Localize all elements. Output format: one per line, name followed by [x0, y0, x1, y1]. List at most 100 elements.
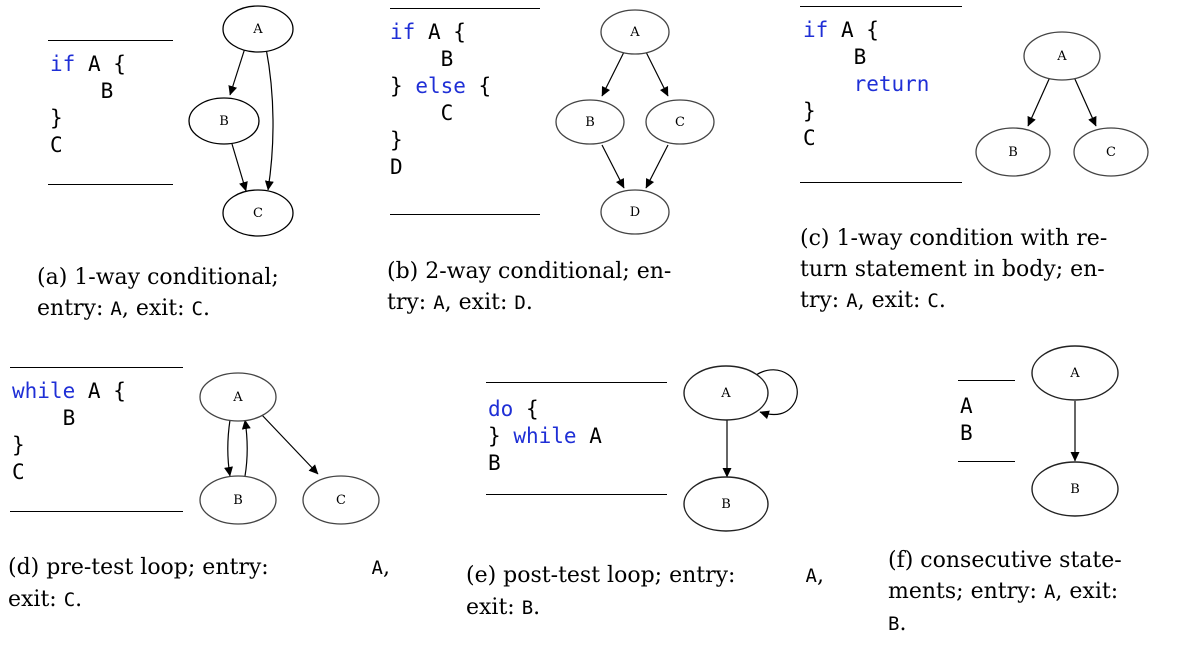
node-label: B — [1070, 482, 1080, 497]
exit-node: C — [927, 290, 939, 312]
keyword-while: while — [12, 379, 76, 403]
node-label: A — [232, 390, 243, 405]
code-listing: if A { B } C — [50, 51, 126, 159]
node-a: A — [1031, 345, 1119, 401]
edge-a-c — [645, 51, 669, 97]
code-rule-bottom — [390, 214, 540, 215]
node-label: D — [630, 205, 640, 220]
edge-a-c — [1073, 76, 1097, 127]
code-rule-bottom — [800, 182, 962, 183]
entry-node: A — [110, 298, 122, 320]
caption-text: . — [203, 296, 210, 321]
node-c: C — [645, 99, 715, 145]
node-label: A — [252, 22, 263, 37]
node-a: A — [1023, 31, 1101, 81]
code-token: B — [440, 47, 454, 71]
node-label: C — [1106, 145, 1116, 160]
code-rule-bottom — [10, 511, 183, 512]
caption-text: , exit: — [444, 290, 515, 315]
exit-node: B — [521, 597, 534, 619]
edge-a-b — [1027, 76, 1051, 127]
caption-text: (d) pre-test loop; entry: — [8, 555, 276, 580]
node-b: B — [975, 127, 1051, 177]
code-listing: while A { B } C — [12, 378, 126, 486]
entry-node: A — [433, 292, 445, 314]
edge-c-d — [645, 144, 669, 189]
control-flow-graph: A B — [1031, 345, 1119, 517]
entry-node: A — [846, 290, 858, 312]
control-flow-graph: A B C — [975, 31, 1149, 177]
code-token: A — [589, 424, 602, 448]
caption-text: (b) 2-way conditional; en- — [387, 259, 672, 284]
edge-a-c — [264, 47, 274, 191]
code-token: B — [853, 45, 867, 69]
caption-text: (c) 1-way condition with re- — [800, 226, 1108, 251]
node-label: A — [720, 386, 731, 401]
entry-node: A — [1043, 581, 1056, 603]
caption-text: try: — [387, 290, 434, 315]
code-rule-top — [486, 382, 667, 383]
caption-text: exit: — [8, 587, 64, 612]
caption-text: try: — [800, 288, 847, 313]
edge-a-a-self-loop — [755, 369, 798, 420]
entry-node: A — [371, 557, 383, 579]
node-label: B — [233, 493, 243, 508]
keyword-else: else — [415, 74, 466, 98]
caption: (d) pre-test loop; entry: A, exit: C. — [8, 552, 390, 616]
caption: (c) 1-way condition with re- turn statem… — [800, 223, 1107, 317]
node-c: C — [222, 189, 294, 237]
caption-text: ments; entry: — [888, 579, 1044, 604]
caption-text: (f) consecutive state- — [888, 548, 1122, 573]
node-a: A — [222, 5, 294, 53]
control-flow-graph: A B C — [188, 5, 294, 237]
code-rule-bottom — [486, 494, 667, 495]
exit-node: D — [514, 292, 526, 314]
code-rule-top — [800, 6, 962, 7]
edge-a-b — [224, 419, 233, 477]
node-label: A — [1069, 366, 1080, 381]
code-token: B — [62, 406, 76, 430]
caption: (a) 1-way conditional; entry: A, exit: C… — [37, 262, 279, 325]
code-token: C — [50, 133, 63, 157]
node-c: C — [1073, 127, 1149, 177]
keyword-while: while — [513, 424, 577, 448]
code-token: { — [453, 20, 466, 44]
code-token: A — [87, 379, 101, 403]
caption-text: . — [525, 290, 533, 315]
code-token: C — [440, 101, 454, 125]
code-token: } — [390, 74, 403, 98]
code-token: } — [390, 128, 403, 152]
keyword-if: if — [50, 52, 76, 76]
edge-a-b — [228, 47, 246, 96]
code-token: A — [840, 18, 854, 42]
code-token: } — [12, 433, 25, 457]
node-label: A — [1056, 49, 1067, 64]
node-label: A — [629, 25, 640, 40]
caption-text: . — [75, 587, 83, 612]
keyword-return: return — [853, 72, 930, 96]
code-token: C — [803, 126, 816, 150]
node-b: B — [555, 99, 625, 145]
node-a: A — [683, 365, 769, 421]
entry-node: A — [805, 565, 817, 587]
caption-text: , exit: — [857, 288, 928, 313]
code-token: { — [113, 379, 126, 403]
code-token: } — [50, 106, 63, 130]
node-c: C — [302, 475, 380, 525]
edge-b-a — [241, 419, 251, 477]
code-token: } — [803, 99, 816, 123]
code-rule-bottom — [958, 461, 1015, 462]
control-flow-graph: A B C D — [555, 9, 715, 235]
code-rule-top — [390, 8, 540, 9]
caption-text: entry: — [37, 296, 111, 321]
code-token: C — [12, 460, 25, 484]
node-b: B — [1031, 461, 1119, 517]
caption-text: , — [383, 555, 390, 580]
control-flow-graph: A B C — [199, 372, 380, 525]
edge-b-d — [601, 144, 625, 189]
code-listing: A B — [960, 393, 973, 447]
node-d: D — [600, 189, 670, 235]
code-token: { — [525, 397, 539, 421]
keyword-if: if — [390, 20, 416, 44]
edge-a-b — [601, 51, 625, 97]
